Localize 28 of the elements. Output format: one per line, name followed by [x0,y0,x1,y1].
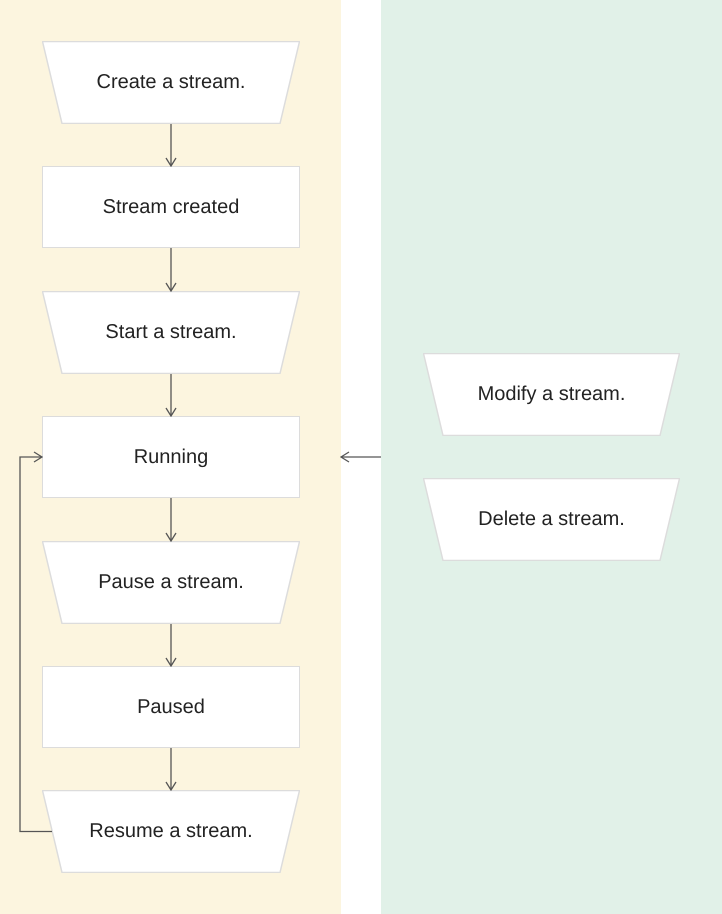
action-trapezoid [42,291,300,374]
arrow [19,451,52,832]
action-trapezoid [42,541,300,624]
step-label: Start a stream. [105,321,237,344]
arrow [165,248,177,292]
state-box [42,416,300,498]
arrow [165,498,177,542]
step-label: Resume a stream. [89,820,253,843]
arrow [165,624,177,667]
step-label: Delete a stream. [478,508,625,531]
action-trapezoid [423,478,680,561]
state-box [42,666,300,748]
arrow [340,451,381,463]
step-label: Pause a stream. [98,571,244,594]
action-trapezoid [42,790,300,873]
step-label: Running [134,446,208,468]
state-box [42,166,300,248]
swim-lane [0,0,341,914]
arrow [165,374,177,417]
action-trapezoid [423,353,680,436]
step-label: Stream created [102,196,240,218]
step-label: Create a stream. [96,71,246,94]
step-label: Modify a stream. [478,383,626,406]
arrow [165,124,177,167]
action-trapezoid [42,41,300,124]
swim-lane [381,0,722,914]
step-label: Paused [137,696,205,718]
arrow [165,748,177,791]
